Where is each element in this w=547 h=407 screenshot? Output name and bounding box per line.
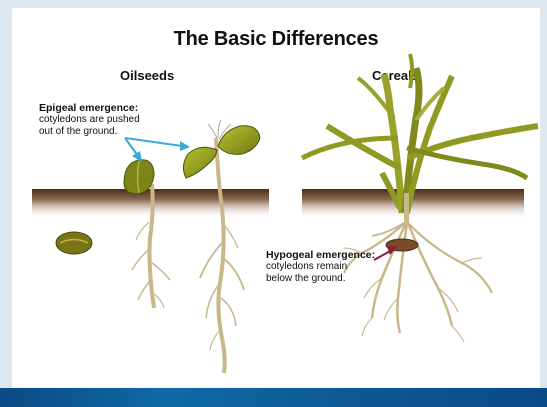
epigeal-emergence-note: Epigeal emergence: cotyledons are pushed… bbox=[39, 102, 140, 138]
germination-illustration bbox=[12, 8, 540, 394]
slide: The Basic Differences Oilseeds Cereals bbox=[12, 8, 540, 394]
footer-band bbox=[0, 388, 547, 407]
hypogeal-note-line1: cotyledons remain bbox=[266, 261, 347, 272]
hypogeal-emergence-note: Hypogeal emergence: cotyledons remain be… bbox=[266, 249, 375, 285]
epigeal-note-title: Epigeal emergence: bbox=[39, 102, 140, 114]
hypogeal-note-title: Hypogeal emergence: bbox=[266, 249, 375, 261]
hypogeal-arrow bbox=[374, 246, 398, 260]
epigeal-note-line1: cotyledons are pushed bbox=[39, 114, 140, 125]
epigeal-arrows bbox=[125, 138, 190, 162]
oilseed-mature-seedling bbox=[183, 120, 260, 373]
oilseed-emerging-seedling bbox=[124, 160, 170, 308]
hypogeal-note-line2: below the ground. bbox=[266, 273, 346, 284]
epigeal-note-line2: out of the ground. bbox=[39, 126, 117, 137]
oilseed-seed bbox=[56, 232, 92, 254]
